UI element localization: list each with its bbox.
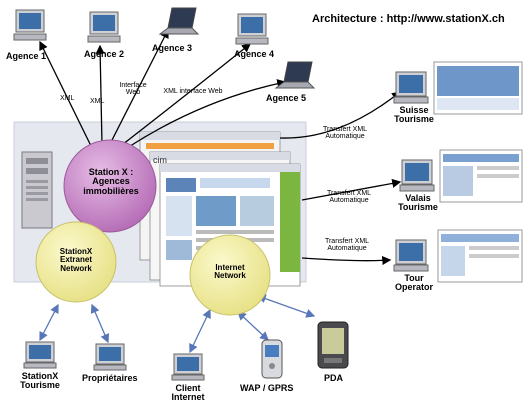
xml-label: XML xyxy=(90,98,105,105)
website-thumbnail xyxy=(437,229,523,283)
partner-label: Valais Tourisme xyxy=(398,193,438,213)
transfer-label: Transfert XML Automatique xyxy=(326,190,372,205)
agency-label: Agence 1 xyxy=(6,51,47,61)
desktop-computer-icon xyxy=(399,159,435,192)
desktop-computer-icon xyxy=(23,341,57,369)
agency-label: Agence 4 xyxy=(234,49,275,59)
laptop-icon xyxy=(158,7,200,35)
diagram-title: Architecture : http://www.stationX.ch xyxy=(312,13,505,25)
extranet-hub-label: StationX Extranet Network xyxy=(59,247,93,273)
station-hub-circle xyxy=(63,139,157,233)
desktop-computer-icon xyxy=(93,343,127,371)
station-hub-label: Station X : Agences immobilières xyxy=(83,167,139,196)
partner-label: Suisse Tourisme xyxy=(394,105,434,125)
server-tower-icon xyxy=(21,151,53,229)
internet-hub-circle xyxy=(189,234,271,316)
client-arrows xyxy=(39,294,316,354)
xml-web-interface-label: XML interface Web xyxy=(163,88,223,95)
desktop-computer-icon xyxy=(393,71,429,104)
client-label: WAP / GPRS xyxy=(240,383,294,393)
web-interface-label: Interface Web xyxy=(119,82,147,97)
desktop-computer-icon xyxy=(13,9,47,41)
desktop-computer-icon xyxy=(87,11,121,43)
client-label: StationX Tourisme xyxy=(20,371,60,391)
client-label: Client Internet xyxy=(171,383,205,403)
mobile-phone-icon xyxy=(261,339,283,379)
website-thumbnail xyxy=(439,149,523,203)
transfer-label: Transfert XML Automatique xyxy=(322,126,368,141)
internet-hub-label: Internet Network xyxy=(214,263,246,281)
pda-icon xyxy=(317,321,349,369)
website-thumbnail xyxy=(433,61,523,115)
client-label: Propriétaires xyxy=(82,373,138,383)
transfer-label: Transfert XML Automatique xyxy=(324,238,370,253)
svg-text:cim: cim xyxy=(153,155,167,165)
desktop-computer-icon xyxy=(393,239,429,272)
agency-label: Agence 5 xyxy=(266,93,307,103)
partner-label: Tour Operator xyxy=(394,273,433,293)
transfer-arrows xyxy=(279,91,402,266)
extranet-hub-circle xyxy=(35,221,117,303)
xml-label: XML xyxy=(60,95,75,102)
laptop-icon xyxy=(274,61,316,89)
desktop-computer-icon xyxy=(235,13,269,45)
desktop-computer-icon xyxy=(171,353,205,381)
agency-label: Agence 2 xyxy=(84,49,125,59)
agency-label: Agence 3 xyxy=(152,43,193,53)
client-label: PDA xyxy=(324,373,344,383)
agency-arrows xyxy=(39,28,287,151)
